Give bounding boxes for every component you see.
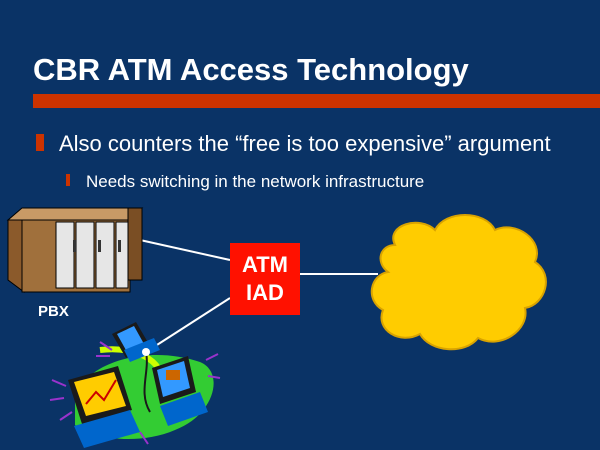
bullet-level-1: Also counters the “free is too expensive… <box>59 131 551 156</box>
bullet-marker-level-2 <box>66 174 70 186</box>
bullet-level-2: Needs switching in the network infrastru… <box>86 172 425 191</box>
atm-iad-box: ATM IAD <box>230 243 300 315</box>
bullet-marker-level-1 <box>36 134 44 151</box>
slide-title: CBR ATM Access Technology <box>33 52 469 87</box>
computer-workstations-icon <box>49 322 221 448</box>
iad-line-1: ATM <box>241 252 289 277</box>
iad-line-2: IAD <box>246 280 284 305</box>
title-underline-bar <box>33 94 600 108</box>
computers-to-iad-line <box>145 297 231 353</box>
pbx-to-iad-line <box>139 239 231 261</box>
network-cloud-icon <box>370 214 547 351</box>
pbx-cabinet-icon <box>6 207 144 293</box>
pbx-label: PBX <box>38 303 69 320</box>
